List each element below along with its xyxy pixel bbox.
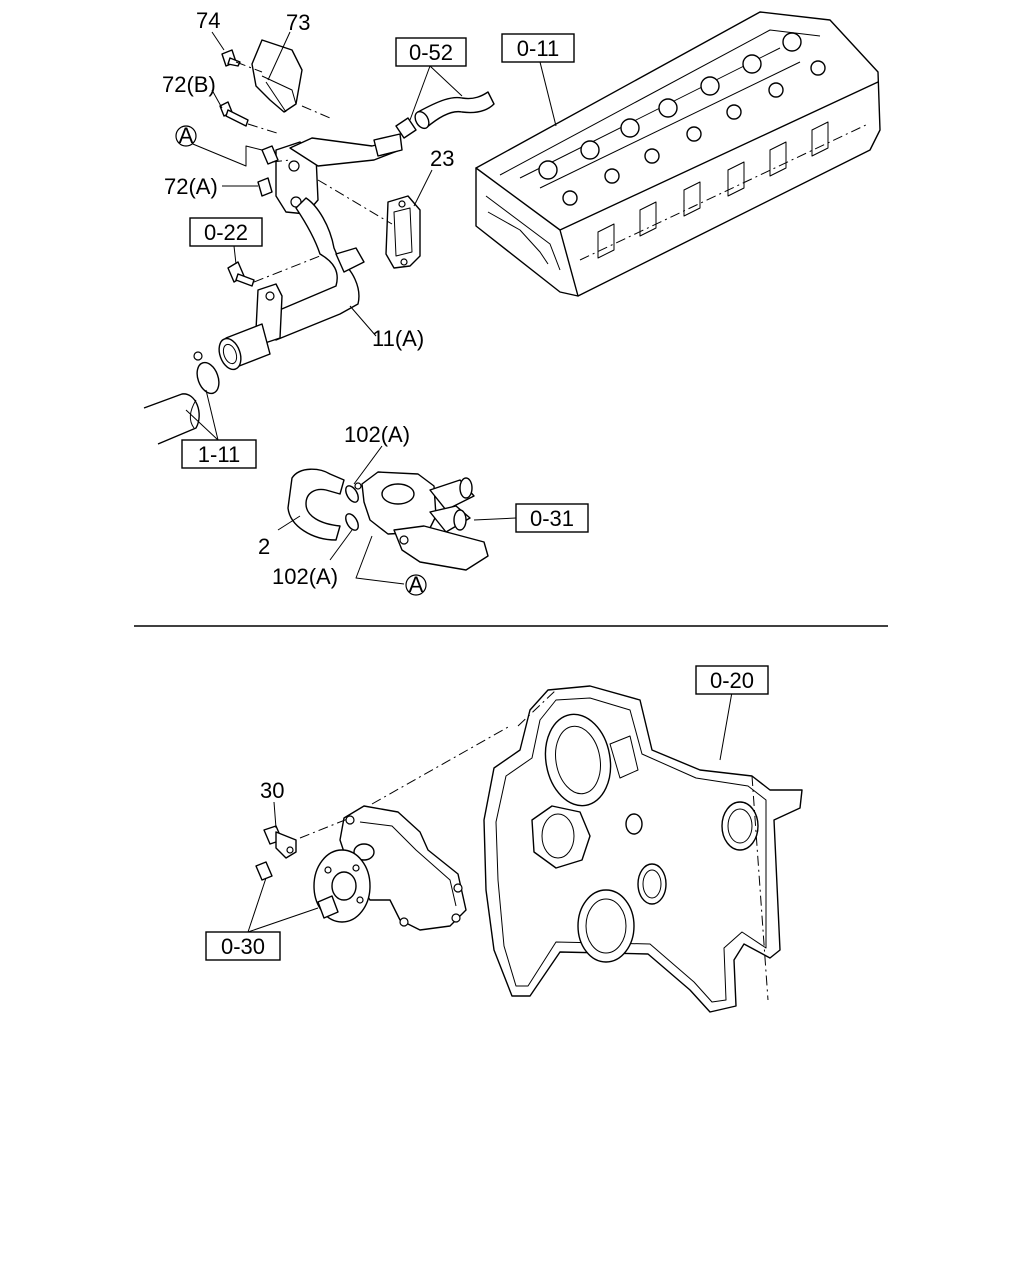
ref-box-0-22-label: 0-22 [204,220,248,245]
assembly-lines-top [235,61,393,283]
leader-lines [185,31,733,933]
assembly-lines-bottom [299,725,769,1001]
ref-box-0-20: 0-20 [695,665,769,695]
ref-box-0-11: 0-11 [501,33,575,63]
ref-box-0-11-label: 0-11 [517,36,559,61]
callout-73: 73 [286,10,310,35]
gasket-drawing [385,195,421,269]
callout-72a: 72(A) [164,174,218,199]
ref-box-1-11: 1-11 [181,439,257,469]
water-pipe-drawing [218,133,403,371]
ref-box-1-11-label: 1-11 [198,442,240,467]
marker-a-top: A [175,123,197,148]
callout-102a-bottom: 102(A) [272,564,338,589]
ref-box-0-31-label: 0-31 [530,506,574,531]
plate-drawing [251,39,303,113]
bolts-drawing [219,49,279,287]
ref-box-0-52-label: 0-52 [409,40,453,65]
ref-box-0-30: 0-30 [205,931,281,961]
thermostat-housing-drawing [287,468,489,571]
gear-case-drawing [483,685,803,1013]
ref-box-0-52: 0-52 [395,37,467,67]
pump-bolts-drawing [255,825,297,881]
callout-11a: 11(A) [372,326,424,351]
callout-2: 2 [258,534,270,559]
callout-30: 30 [260,778,284,803]
marker-a-top-text: A [179,123,194,148]
water-pump-drawing [313,805,467,931]
cylinder-head-drawing [475,11,881,297]
callout-74: 74 [196,8,220,33]
marker-a-bottom-text: A [409,572,424,597]
ref-box-0-22: 0-22 [189,217,263,247]
ref-box-0-31: 0-31 [515,503,589,533]
callout-102a-top: 102(A) [344,422,410,447]
hose-drawing [395,91,495,139]
ref-box-0-20-label: 0-20 [710,668,754,693]
marker-a-bottom: A [405,572,427,597]
callout-23: 23 [430,146,454,171]
callout-72b: 72(B) [162,72,216,97]
clamp-and-hose-drawing [143,351,220,445]
ref-box-0-30-label: 0-30 [221,934,265,959]
